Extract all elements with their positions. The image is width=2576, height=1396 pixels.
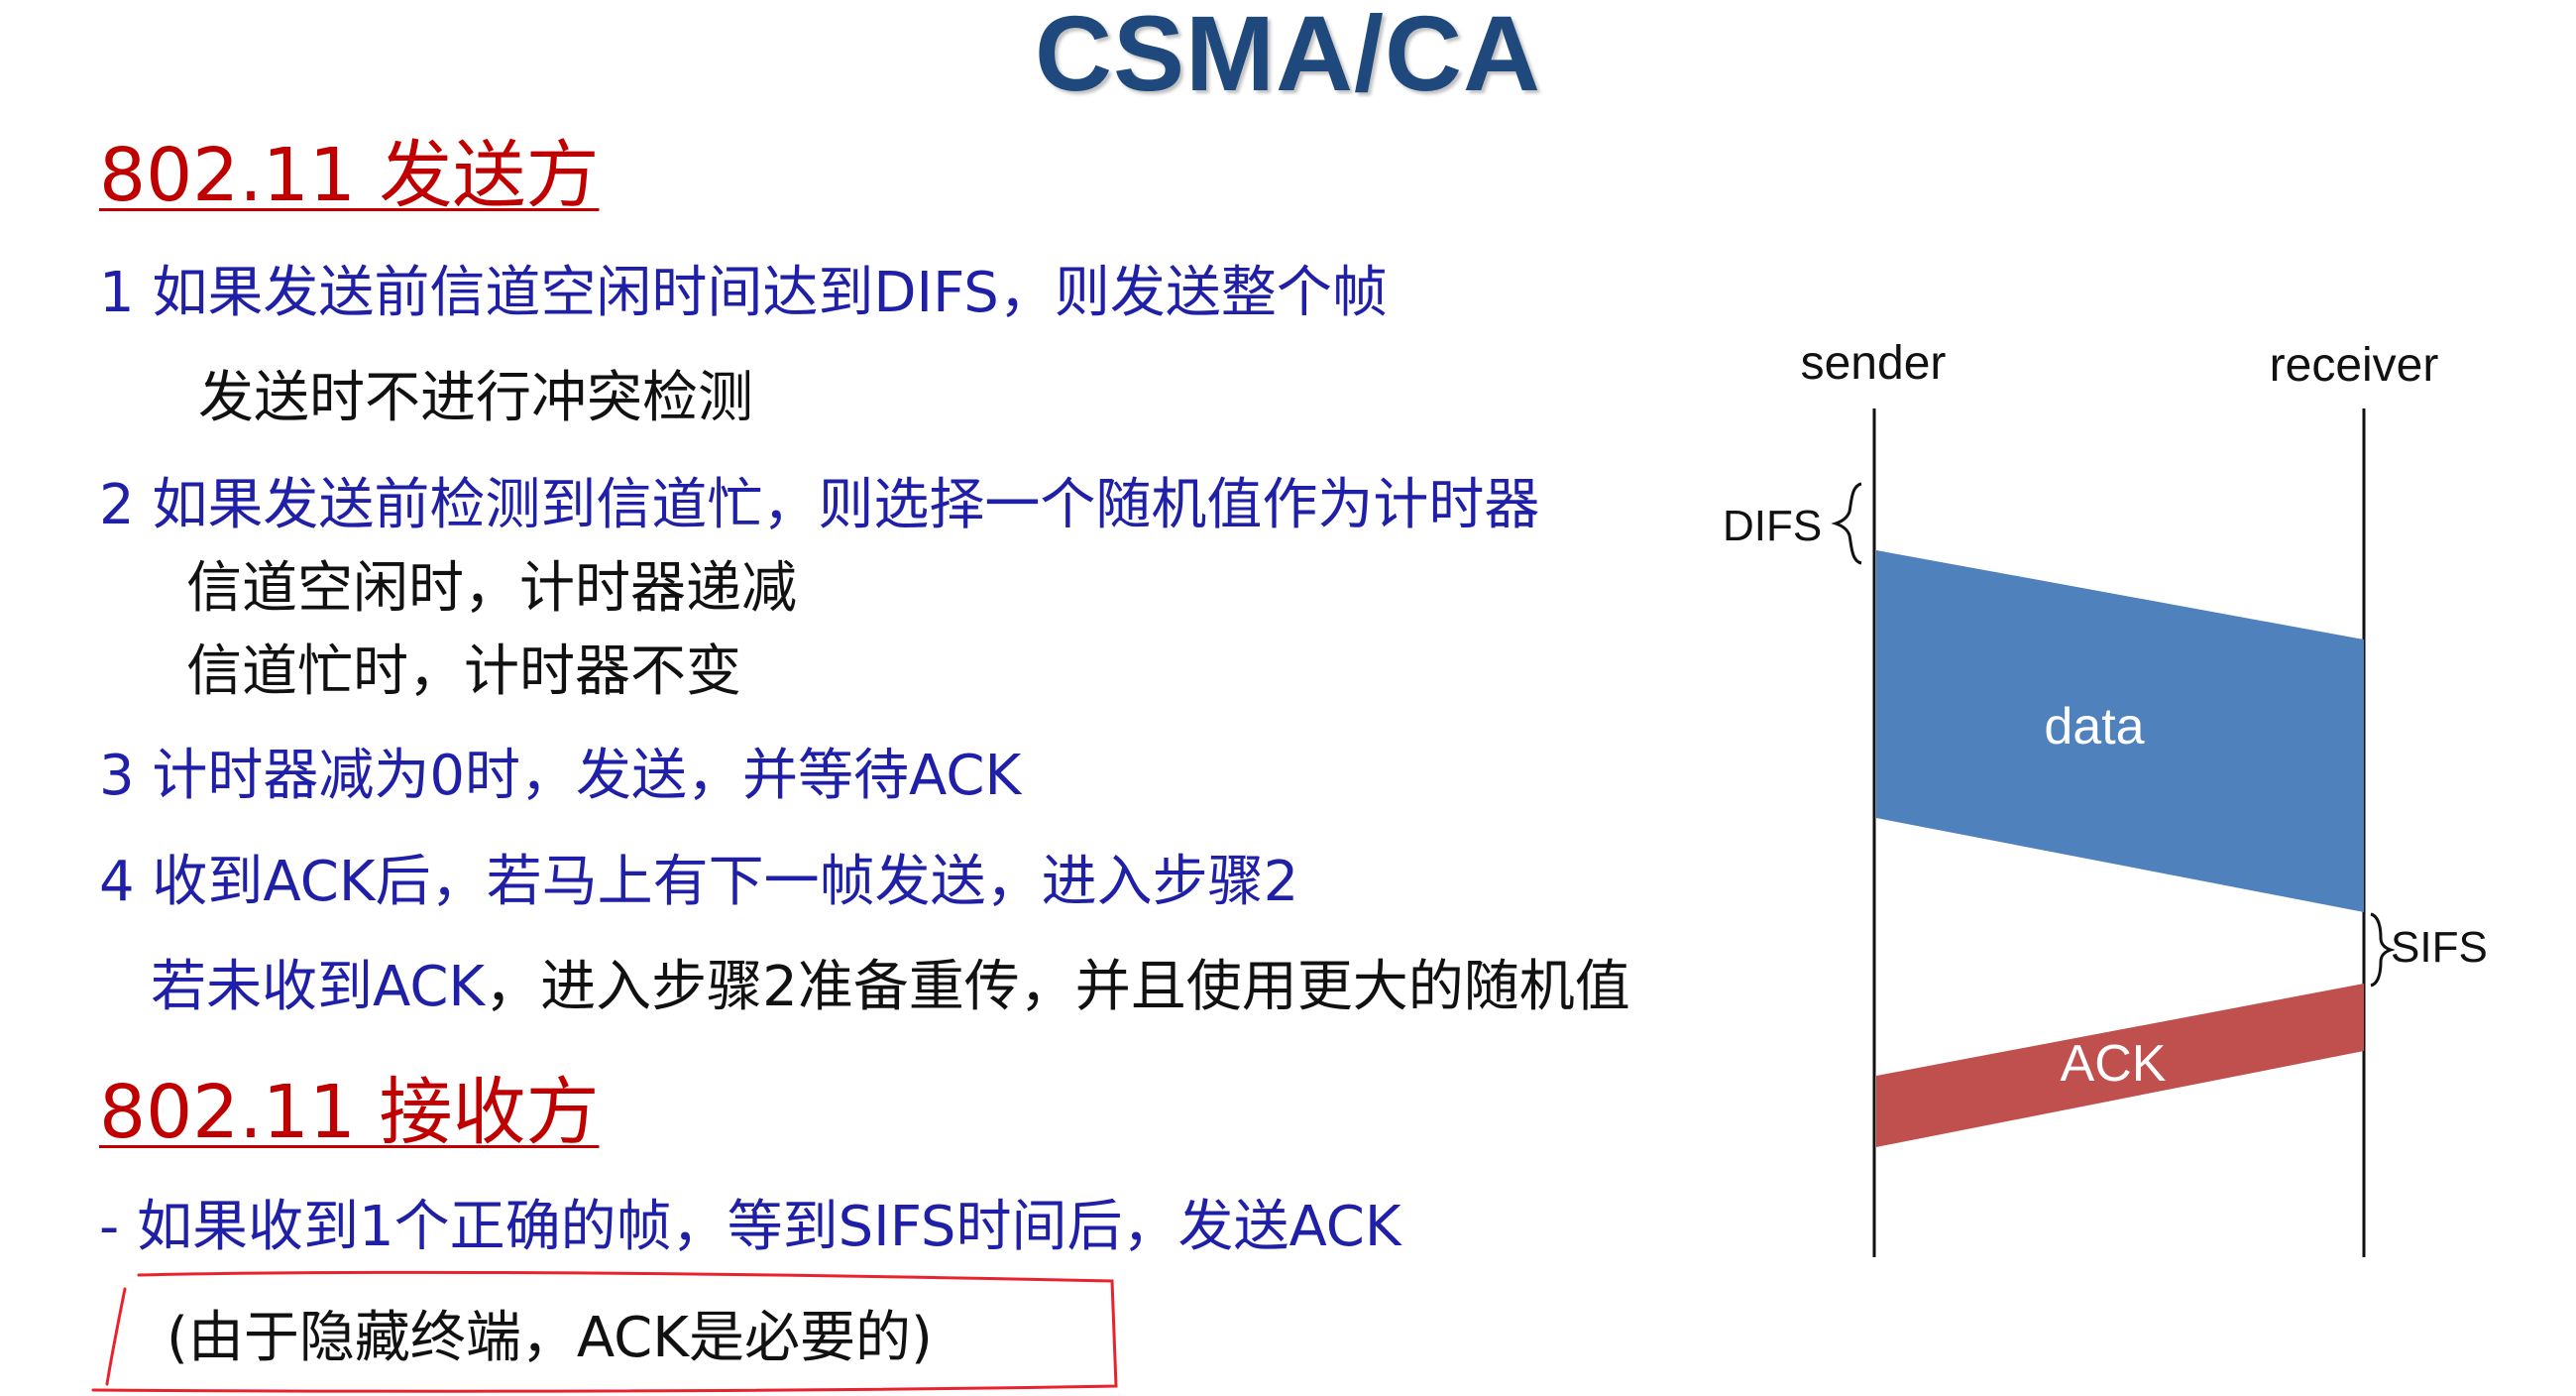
receiver-label: receiver: [2270, 339, 2439, 392]
data-frame: [1876, 550, 2364, 912]
timing-diagram: sender receiver DIFS data SIFS ACK: [1723, 337, 2488, 1257]
ack-frame: [1876, 984, 2364, 1147]
sender-step-2: 2 如果发送前检测到信道忙，则选择一个随机值作为计时器: [99, 473, 1540, 537]
sender-label: sender: [1801, 337, 1947, 390]
sender-step-4: 4 收到ACK后，若马上有下一帧发送，进入步骤2: [99, 850, 1299, 914]
difs-brace: [1831, 482, 1862, 565]
difs-label: DIFS: [1723, 502, 1822, 550]
sender-step-4-retry: 若未收到ACK，进入步骤2准备重传，并且使用更大的随机值: [151, 960, 1630, 1015]
sender-step-1-note: 发送时不进行冲突检测: [198, 366, 753, 430]
sender-heading: 802.11 发送方: [99, 133, 600, 218]
page-title: CSMA/CA: [1035, 0, 1541, 113]
sender-step-2-busy: 信道忙时，计时器不变: [186, 640, 741, 704]
ack-frame-label: ACK: [2061, 1035, 2167, 1093]
hand-drawn-annotation-box: [91, 1270, 1118, 1393]
sifs-brace: [2370, 912, 2396, 988]
sender-step-2-idle: 信道空闲时，计时器递减: [186, 556, 797, 621]
sender-step-1: 1 如果发送前信道空闲时间达到DIFS，则发送整个帧: [99, 261, 1388, 325]
retry-condition: 若未收到ACK: [151, 955, 486, 1019]
receiver-heading: 802.11 接收方: [99, 1070, 600, 1155]
receiver-rule: - 如果收到1个正确的帧，等到SIFS时间后，发送ACK: [99, 1195, 1401, 1259]
sender-step-3: 3 计时器减为0时，发送，并等待ACK: [99, 744, 1022, 808]
data-frame-label: data: [2044, 698, 2144, 756]
receiver-note: (由于隐藏终端，ACK是必要的): [167, 1306, 933, 1370]
retry-action: ，进入步骤2准备重传，并且使用更大的随机值: [485, 955, 1630, 1019]
sifs-label: SIFS: [2391, 923, 2488, 972]
